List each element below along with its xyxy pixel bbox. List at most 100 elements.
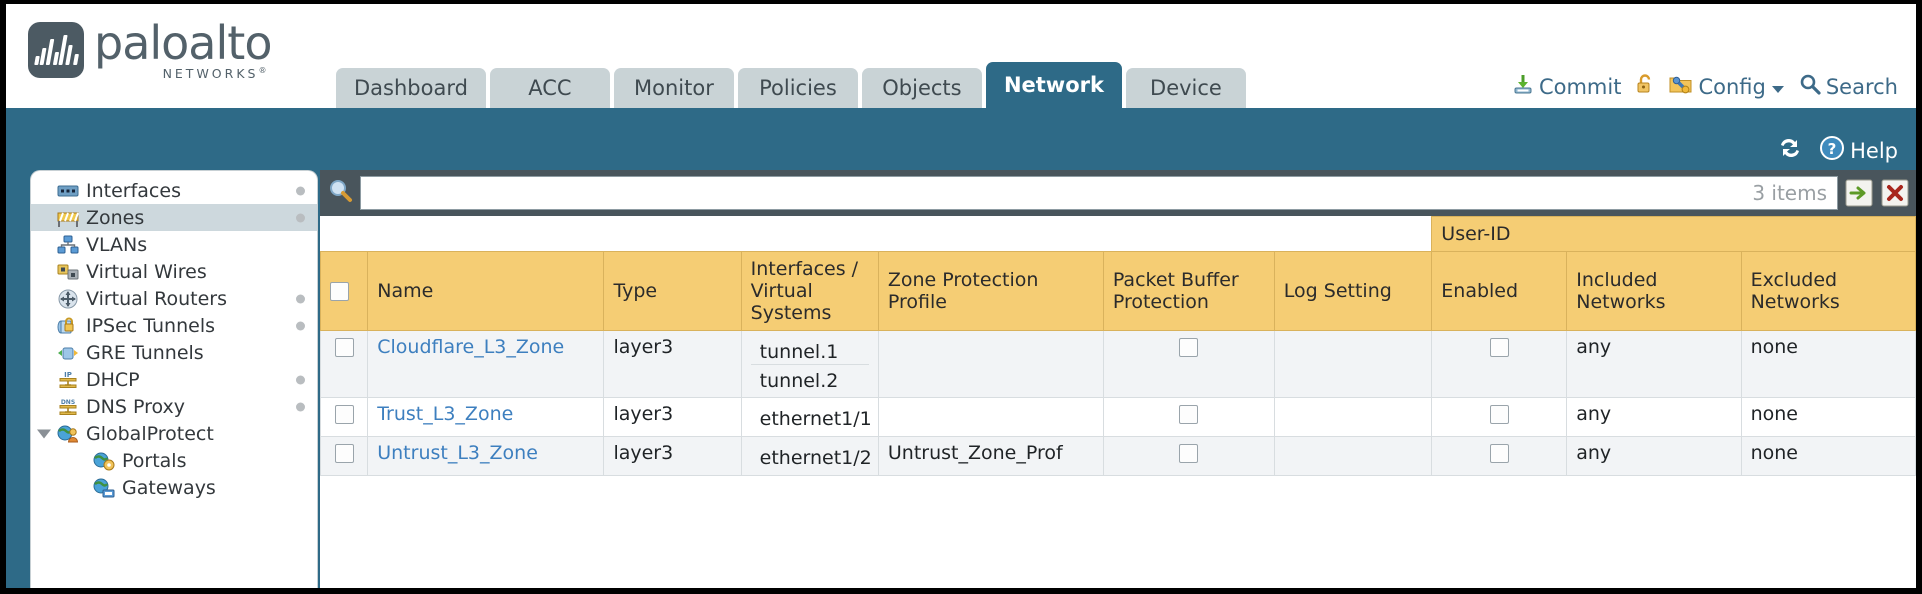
tab-objects[interactable]: Objects	[861, 68, 982, 108]
excluded-networks-cell: none	[1740, 436, 1916, 476]
sidebar-item-zones[interactable]: Zones	[31, 204, 317, 231]
sidebar-item-ipsec-tunnels[interactable]: IPSec Tunnels	[31, 312, 317, 339]
column-header-interfaces[interactable]: Interfaces / Virtual Systems	[740, 251, 879, 331]
row-select-checkbox[interactable]	[334, 444, 354, 463]
paloalto-logo: paloalto NETWORKS®	[28, 20, 272, 82]
commit-label: Commit	[1538, 74, 1622, 99]
tab-monitor[interactable]: Monitor	[613, 68, 734, 108]
commit-button[interactable]: Commit	[1512, 73, 1622, 100]
band-actions: ? Help	[1777, 135, 1898, 166]
svg-text:DNS: DNS	[61, 399, 75, 406]
zone-name-cell: Untrust_L3_Zone	[367, 436, 605, 476]
expand-caret-icon[interactable]	[37, 429, 51, 438]
sidebar-item-label: Interfaces	[86, 179, 181, 202]
globalprotect-icon	[57, 424, 79, 444]
packet-buffer-protection-cell	[1102, 330, 1275, 398]
packet-buffer-checkbox[interactable]	[1179, 338, 1199, 357]
config-label: Config	[1698, 74, 1766, 99]
sidebar-item-label: Gateways	[122, 476, 216, 499]
sidebar-item-label: DHCP	[86, 368, 140, 391]
column-header-log-setting[interactable]: Log Setting	[1273, 251, 1433, 331]
sidebar-item-globalprotect[interactable]: GlobalProtect	[31, 420, 317, 447]
column-header-excluded[interactable]: Excluded Networks	[1740, 251, 1916, 331]
sidebar-item-virtual-routers[interactable]: Virtual Routers	[31, 285, 317, 312]
gateways-icon	[93, 478, 115, 498]
sidebar-item-status-dot	[296, 402, 305, 411]
help-icon: ?	[1819, 135, 1845, 166]
user-id-enabled-checkbox[interactable]	[1489, 405, 1509, 424]
sidebar-item-status-dot	[296, 294, 305, 303]
packet-buffer-checkbox[interactable]	[1179, 444, 1199, 463]
search-label: Search	[1825, 74, 1898, 99]
zone-interfaces-cell: ethernet1/2	[740, 436, 879, 476]
search-icon	[1799, 73, 1821, 100]
tab-policies[interactable]: Policies	[737, 68, 858, 108]
dns-proxy-icon: DNS	[57, 397, 79, 417]
row-select-checkbox[interactable]	[334, 338, 354, 357]
zone-name-link[interactable]: Trust_L3_Zone	[377, 403, 514, 425]
search-button[interactable]: Search	[1799, 73, 1898, 100]
refresh-icon	[1777, 136, 1803, 165]
column-header-name[interactable]: Name	[367, 251, 605, 331]
interfaces-icon	[57, 181, 79, 201]
search-input[interactable]: 3 items	[360, 176, 1838, 210]
user-id-enabled-cell	[1431, 397, 1568, 437]
sidebar-item-dns-proxy[interactable]: DNS DNS Proxy	[31, 393, 317, 420]
column-header-type[interactable]: Type	[603, 251, 742, 331]
ipsec-tunnels-icon	[57, 316, 79, 336]
brand-sub-text: NETWORKS	[162, 66, 259, 82]
group-header-row: User-ID	[320, 216, 1916, 252]
select-all-checkbox[interactable]	[330, 282, 349, 301]
sidebar-item-status-dot	[296, 375, 305, 384]
clear-filter-button[interactable]	[1880, 178, 1910, 208]
sidebar-item-gre-tunnels[interactable]: GRE Tunnels	[31, 339, 317, 366]
refresh-button[interactable]	[1777, 136, 1803, 165]
config-button[interactable]: Config	[1669, 73, 1784, 100]
row-select-checkbox[interactable]	[334, 405, 354, 424]
sidebar-item-status-dot	[296, 213, 305, 222]
sidebar-item-gateways[interactable]: Gateways	[31, 474, 317, 501]
tab-device[interactable]: Device	[1125, 68, 1246, 108]
sidebar-item-label: GlobalProtect	[86, 422, 214, 445]
zone-name-link[interactable]: Cloudflare_L3_Zone	[377, 336, 565, 358]
sidebar-item-portals[interactable]: Portals	[31, 447, 317, 474]
tab-network[interactable]: Network	[985, 62, 1122, 108]
sidebar-item-status-dot	[296, 321, 305, 330]
sidebar-item-vlans[interactable]: VLANs	[31, 231, 317, 258]
column-header-packet-buffer[interactable]: Packet Buffer Protection	[1102, 251, 1275, 331]
unlock-button[interactable]	[1635, 73, 1655, 100]
vlans-icon	[57, 235, 79, 255]
tab-acc[interactable]: ACC	[489, 68, 610, 108]
sidebar-item-virtual-wires[interactable]: Virtual Wires	[31, 258, 317, 285]
apply-filter-button[interactable]	[1844, 178, 1874, 208]
column-header-zone-protection[interactable]: Zone Protection Profile	[877, 251, 1104, 331]
row-select-cell	[319, 330, 369, 398]
sidebar-item-label: DNS Proxy	[86, 395, 185, 418]
column-header-included[interactable]: Included Networks	[1566, 251, 1742, 331]
config-icon	[1669, 73, 1693, 100]
zones-table-head: User-ID Name Type Interfaces / Virtual S…	[319, 216, 1916, 331]
zone-name-link[interactable]: Untrust_L3_Zone	[377, 442, 538, 464]
packet-buffer-protection-cell	[1102, 397, 1275, 437]
row-select-cell	[319, 397, 369, 437]
magnifier-icon[interactable]	[328, 178, 354, 208]
column-header-enabled[interactable]: Enabled	[1431, 251, 1568, 331]
sidebar-item-interfaces[interactable]: Interfaces	[31, 177, 317, 204]
packet-buffer-checkbox[interactable]	[1179, 405, 1199, 424]
tab-dashboard[interactable]: Dashboard	[336, 68, 486, 108]
user-id-enabled-checkbox[interactable]	[1489, 444, 1509, 463]
paloalto-logo-mark	[28, 22, 84, 79]
user-id-enabled-checkbox[interactable]	[1489, 338, 1509, 357]
top-actions: Commit	[1512, 73, 1898, 100]
help-button[interactable]: ? Help	[1819, 135, 1898, 166]
main-panel: 3 items	[319, 170, 1916, 588]
